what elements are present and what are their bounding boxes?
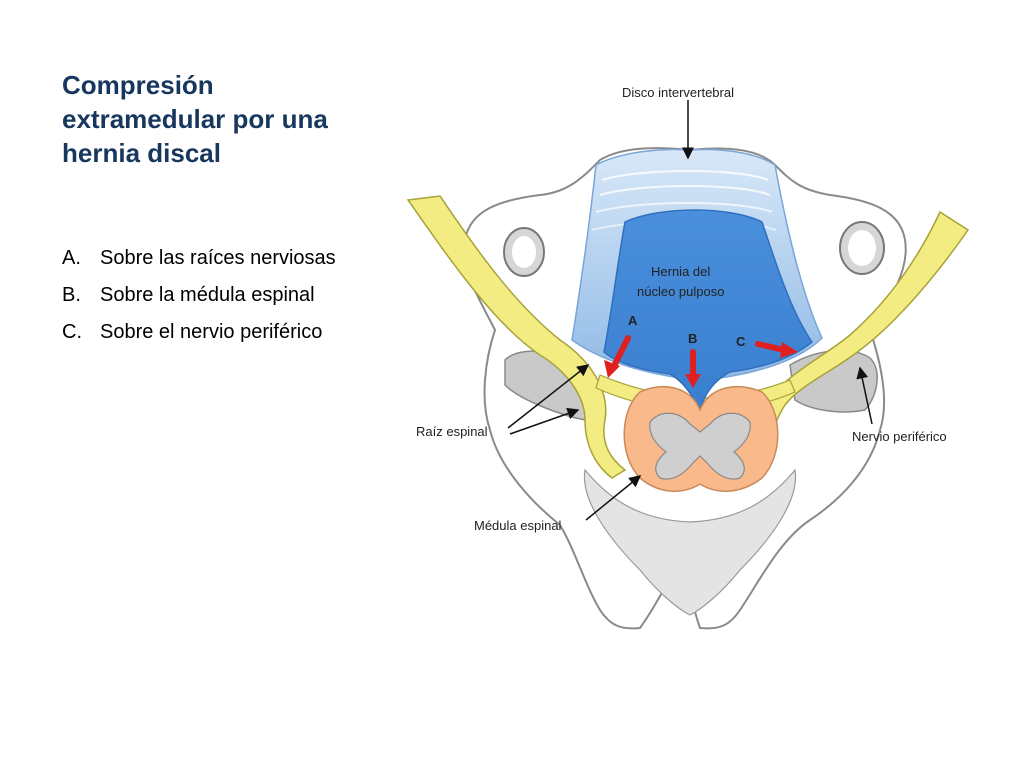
title-line-1: Compresión <box>62 70 214 100</box>
list-marker: C. <box>62 321 82 343</box>
foramen-left-inner <box>512 236 536 268</box>
spinous-process <box>583 468 797 616</box>
list-item-text: Sobre la médula espinal <box>100 284 315 306</box>
nerve-label: Nervio periférico <box>852 429 947 444</box>
root-leader-1 <box>507 364 590 429</box>
arrow-a-head <box>604 360 620 378</box>
disc-label: Disco intervertebral <box>622 85 734 100</box>
nucleus-pulposus <box>603 209 814 413</box>
slide-title: Compresión extramedular por una hernia d… <box>62 68 392 170</box>
list-item: A. Sobre las raíces nerviosas <box>62 240 336 277</box>
hernia-label-line1: Hernia del <box>651 264 710 279</box>
label-c: C <box>736 334 746 349</box>
list-item-text: Sobre el nervio periférico <box>100 321 323 343</box>
disc-ring-1 <box>601 170 769 181</box>
compression-list: A. Sobre las raíces nerviosas B. Sobre l… <box>62 240 336 351</box>
label-a: A <box>628 313 638 328</box>
nerve-left <box>406 195 627 479</box>
list-item-text: Sobre las raíces nerviosas <box>100 247 336 269</box>
list-marker: A. <box>62 247 81 269</box>
arrow-b-head <box>685 374 701 388</box>
foramen-right-inner <box>848 230 876 266</box>
title-line-3: hernia discal <box>62 138 221 168</box>
nerve-leader <box>856 366 873 425</box>
disc-ring-3 <box>595 202 773 213</box>
hernia-label-line2: núcleo pulposo <box>637 284 724 299</box>
arrow-c <box>755 341 787 353</box>
arrow-a <box>611 335 631 369</box>
list-item: C. Sobre el nervio periférico <box>62 314 336 351</box>
grey-matter <box>649 412 751 480</box>
root-label: Raíz espinal <box>416 424 488 439</box>
root-leader-2 <box>509 407 580 435</box>
title-line-2: extramedular por una <box>62 104 328 134</box>
arrow-c-head <box>780 342 798 358</box>
list-marker: B. <box>62 284 81 306</box>
cord-leader <box>585 475 642 521</box>
disc-ring-2 <box>599 185 771 196</box>
list-item: B. Sobre la médula espinal <box>62 277 336 314</box>
label-b: B <box>688 331 697 346</box>
cord-label: Médula espinal <box>474 518 562 533</box>
